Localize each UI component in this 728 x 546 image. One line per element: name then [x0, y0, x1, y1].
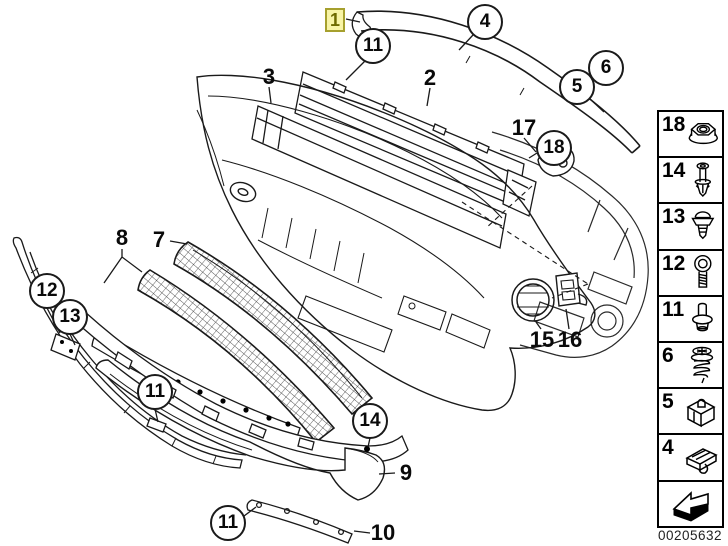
callout-17[interactable]: 17 [511, 115, 537, 140]
legend-item-number: 5 [662, 390, 674, 414]
callout-5[interactable]: 5 [559, 69, 595, 105]
callout-11-bottom[interactable]: 11 [210, 505, 246, 541]
legend-item-18[interactable]: 18 [659, 112, 722, 159]
callout-2[interactable]: 2 [423, 65, 437, 90]
part-lower-grille [137, 269, 336, 444]
callout-11-mid[interactable]: 11 [137, 374, 173, 410]
callout-16[interactable]: 16 [557, 327, 583, 352]
legend-item-number: 13 [662, 205, 686, 229]
cage-nut-icon [686, 398, 716, 428]
callout-15[interactable]: 15 [529, 327, 555, 352]
legend-item-number: 6 [662, 343, 674, 367]
expansion-rivet-icon [694, 162, 712, 198]
part-grille-support [294, 71, 537, 217]
legend-item-11[interactable]: 11 [659, 297, 722, 343]
flange-nut-icon [688, 123, 719, 145]
callout-10[interactable]: 10 [370, 520, 396, 545]
legend-item-number: 11 [662, 297, 685, 321]
callout-11-top[interactable]: 11 [355, 28, 391, 64]
diagram-id-number: 00205632 [657, 528, 723, 543]
callout-6[interactable]: 6 [588, 50, 624, 86]
legend-item-12[interactable]: 12 [659, 251, 722, 297]
callout-13[interactable]: 13 [52, 299, 88, 335]
legend-item-number: 14 [662, 159, 686, 183]
part-reinforcement-bar [251, 105, 507, 249]
legend-item-14[interactable]: 14 [659, 158, 722, 205]
assembly-dashed-lines [461, 185, 589, 299]
callout-14[interactable]: 14 [352, 403, 388, 439]
part-emblem-badge [511, 278, 555, 322]
callout-3[interactable]: 3 [262, 64, 276, 89]
plug-rivet-icon [692, 302, 714, 332]
legend-item-13[interactable]: 13 [659, 204, 722, 251]
part-spoiler-carrier [50, 299, 409, 463]
legend-item-6[interactable]: 6 [659, 343, 722, 390]
callout-12[interactable]: 12 [29, 273, 65, 309]
callout-18[interactable]: 18 [536, 130, 572, 166]
part-lower-bracket [246, 499, 353, 544]
legend-item-number: 12 [662, 251, 686, 275]
legend-item-direction[interactable] [659, 482, 722, 526]
part-badge-bracket [555, 272, 588, 307]
spring-washer-screw-icon [690, 346, 714, 384]
callout-1-selected[interactable]: 1 [325, 8, 345, 32]
callout-7[interactable]: 7 [152, 227, 166, 252]
part-trim-strip [351, 10, 641, 154]
direction-arrow-icon [671, 490, 709, 522]
callout-9[interactable]: 9 [399, 460, 413, 485]
legend-item-number: 18 [662, 113, 686, 136]
spring-clip-icon [685, 448, 718, 475]
legend-item-5[interactable]: 5 [659, 389, 722, 436]
legend-item-4[interactable]: 4 [659, 435, 722, 482]
part-upper-grille [173, 241, 374, 416]
part-front-spoiler [95, 359, 386, 501]
legend-item-number: 4 [662, 436, 674, 460]
callout-8[interactable]: 8 [115, 225, 129, 250]
fastener-legend: 18 14 13 [657, 110, 724, 528]
push-clip-icon [691, 211, 715, 240]
pan-head-screw-icon [694, 254, 712, 288]
part-bumper-cover [196, 74, 596, 412]
callout-4[interactable]: 4 [467, 4, 503, 40]
